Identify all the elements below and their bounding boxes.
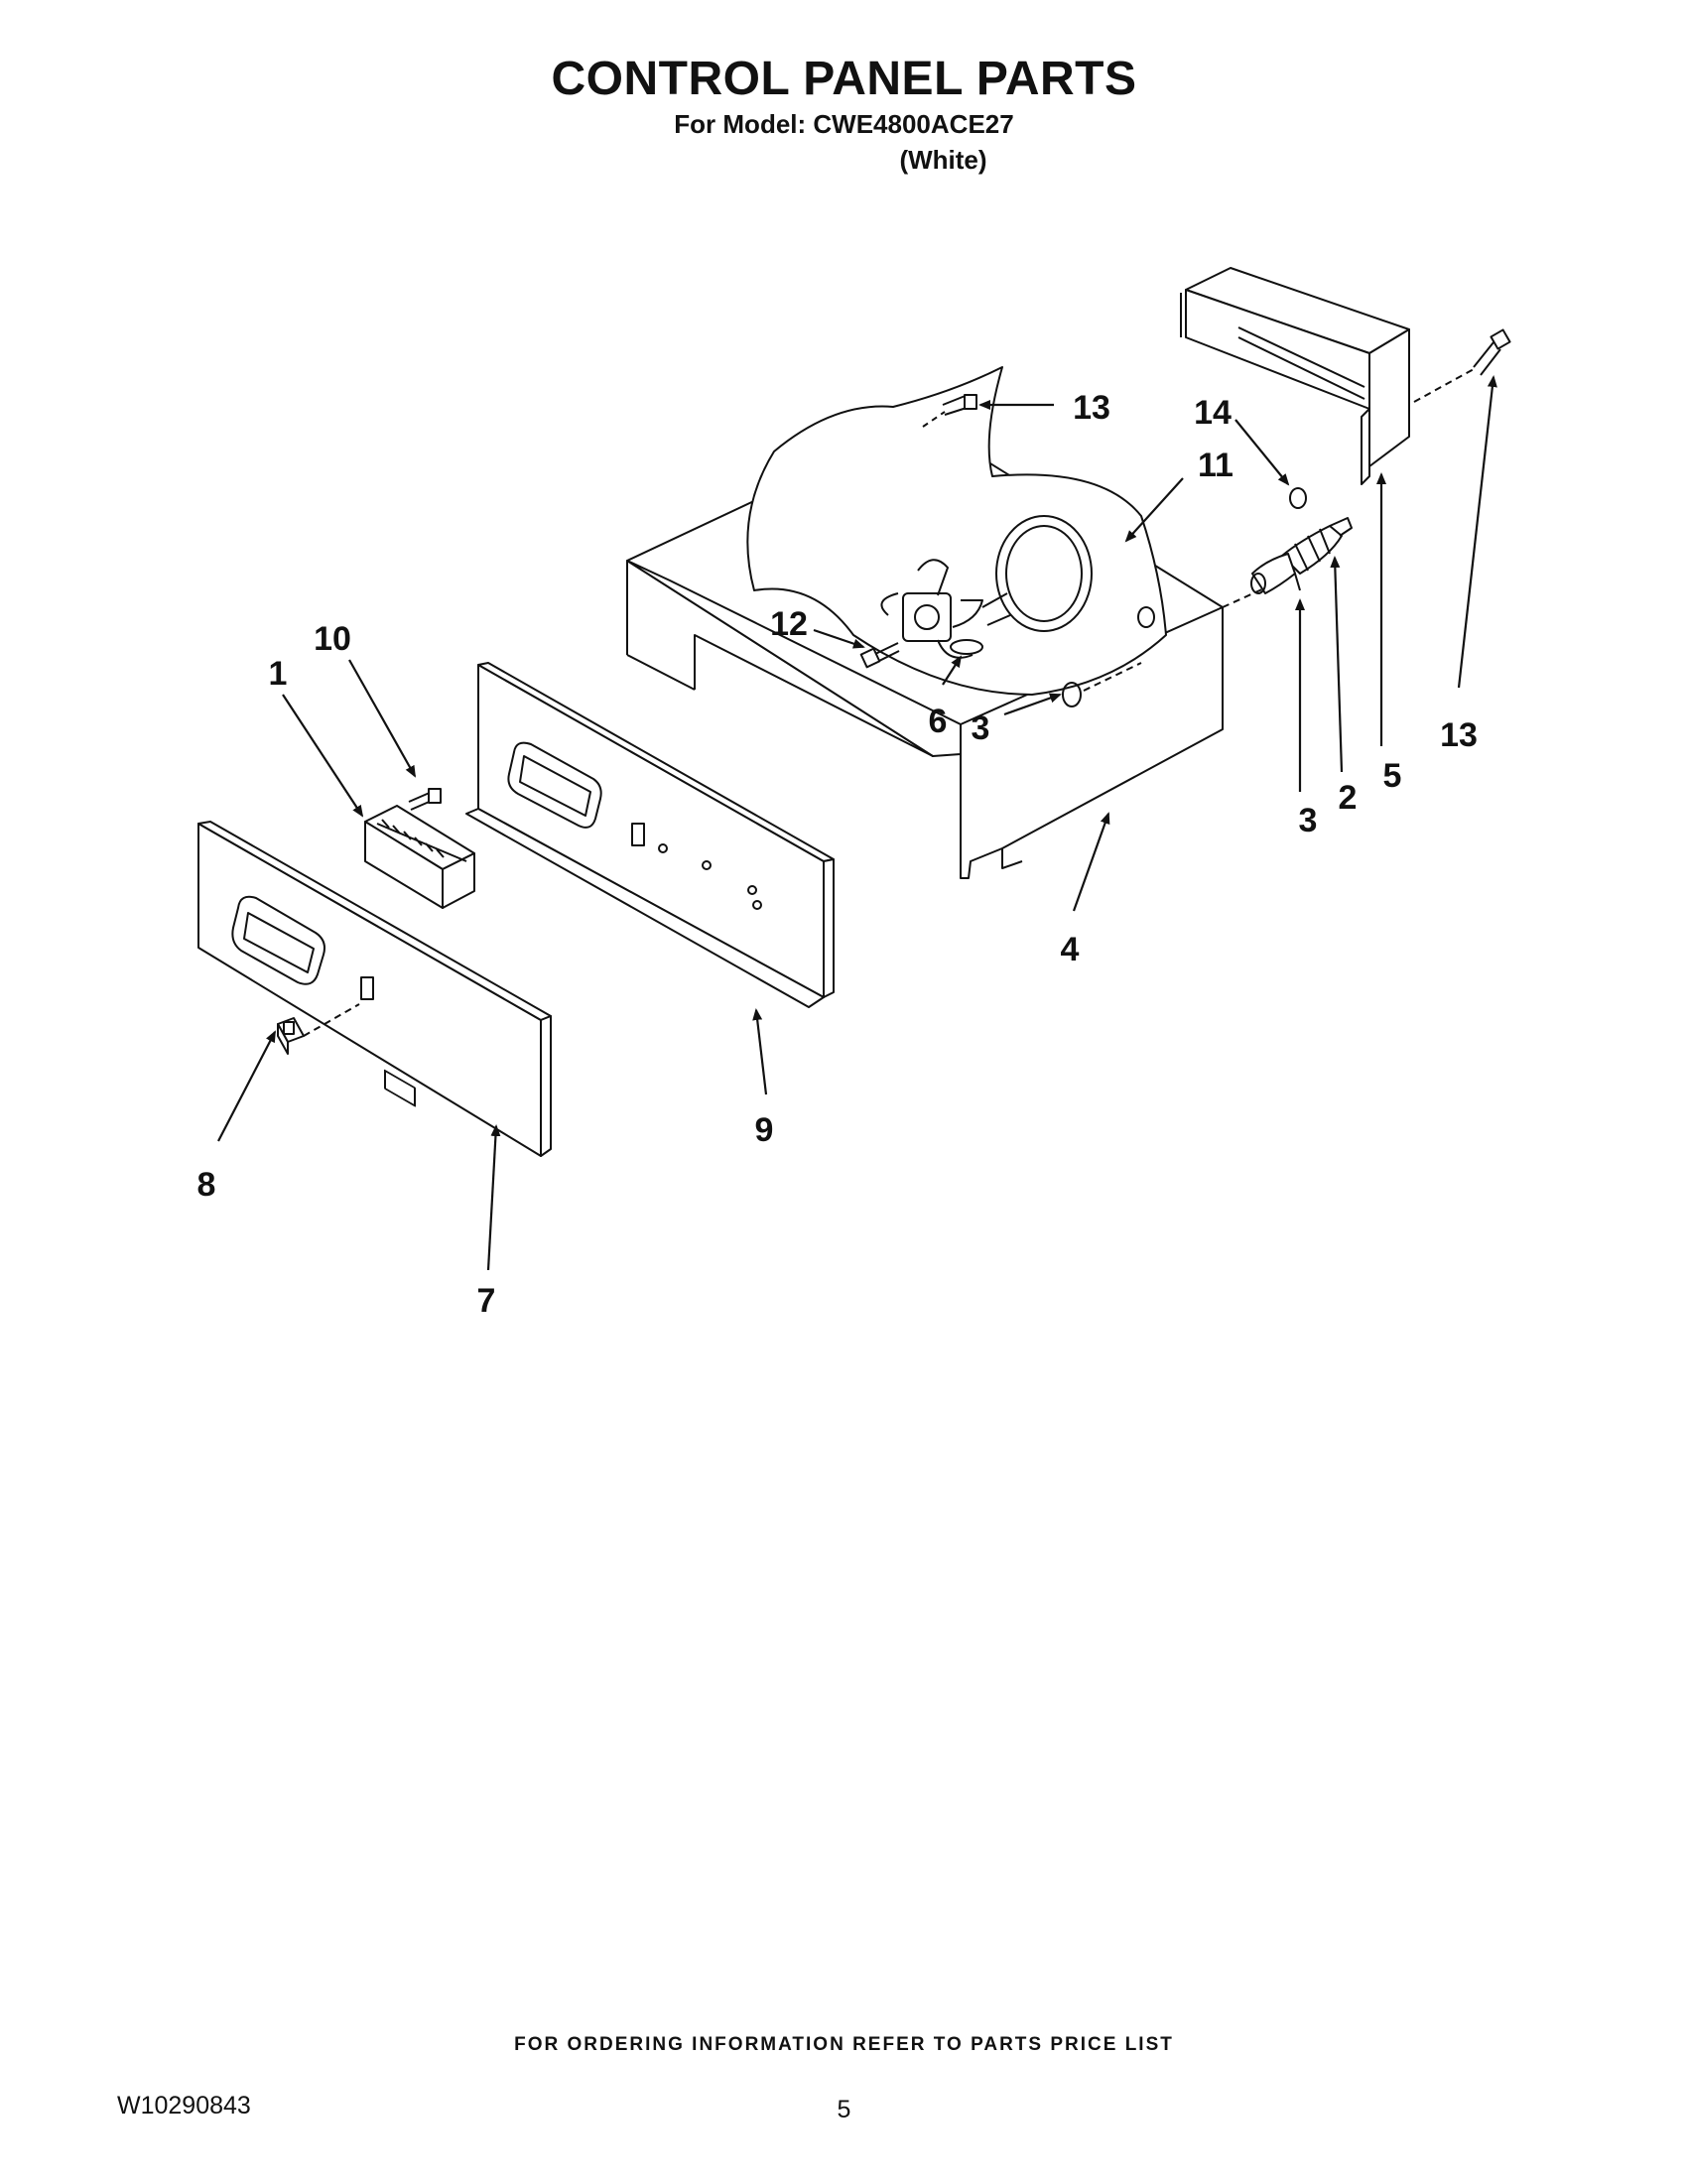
- screw-10: [408, 788, 442, 811]
- arrow-13-right: [1457, 375, 1497, 689]
- page-title: CONTROL PANEL PARTS: [551, 53, 1137, 105]
- arrow-3-center: [1003, 693, 1062, 716]
- arrow-4: [1072, 812, 1110, 912]
- arrow-8: [217, 1030, 276, 1142]
- screw-13-top: [922, 394, 977, 428]
- vent-bracket: [1180, 267, 1410, 485]
- front-panel: [197, 821, 552, 1157]
- arrow-1: [282, 694, 364, 818]
- screw-13-right: [1473, 328, 1511, 376]
- arrow-10: [348, 659, 416, 778]
- grommet-3-center: [1062, 682, 1082, 707]
- duct-fitting-3-right: [1250, 553, 1301, 594]
- ordering-note: FOR ORDERING INFORMATION REFER TO PARTS …: [514, 2034, 1174, 2055]
- leader-line: [1083, 662, 1142, 692]
- model-line: For Model: CWE4800ACE27: [674, 109, 1014, 139]
- screw-12: [859, 642, 900, 669]
- ring-14: [1289, 487, 1307, 509]
- callout-3-center: 3: [972, 709, 990, 747]
- console-panel: [465, 662, 835, 1008]
- fan-motor: [880, 559, 1011, 659]
- rocker-switch: [277, 1003, 360, 1055]
- arrow-11: [1124, 477, 1184, 543]
- callout-12: 12: [770, 605, 808, 643]
- arrow-9: [752, 1008, 768, 1095]
- callout-6: 6: [929, 703, 948, 740]
- callout-3-right: 3: [1299, 802, 1318, 839]
- leader-line: [1413, 368, 1475, 403]
- arrow-7: [486, 1124, 501, 1271]
- document-number: W10290843: [117, 2092, 251, 2120]
- callout-13-top: 13: [1073, 389, 1110, 427]
- duct-fitting-2: [1281, 517, 1353, 575]
- electronic-control: [364, 805, 475, 1107]
- fan-shroud-opening: [995, 515, 1093, 632]
- callout-13-right: 13: [1440, 716, 1478, 754]
- callout-11: 11: [1198, 447, 1234, 484]
- page-number: 5: [837, 2096, 851, 2123]
- color-line: (White): [899, 145, 987, 175]
- callout-2: 2: [1339, 779, 1358, 817]
- callout-8: 8: [197, 1166, 216, 1204]
- callout-4: 4: [1061, 931, 1080, 968]
- callout-10: 10: [314, 620, 351, 658]
- callout-14: 14: [1194, 394, 1232, 432]
- arrow-2: [1330, 556, 1344, 773]
- callout-5: 5: [1383, 757, 1402, 795]
- callout-1: 1: [269, 655, 288, 693]
- callout-7: 7: [477, 1282, 496, 1320]
- arrow-6: [942, 655, 963, 686]
- arrow-12: [813, 628, 865, 649]
- arrow-14: [1234, 419, 1290, 486]
- callout-9: 9: [755, 1111, 774, 1149]
